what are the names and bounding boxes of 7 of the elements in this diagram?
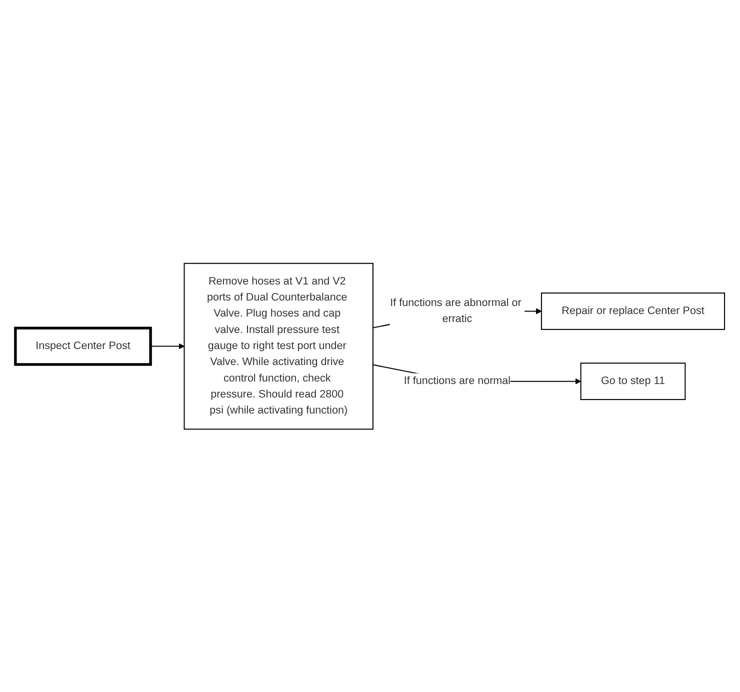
edge-label: If functions are normal [404, 374, 511, 386]
edge-label: If functions are abnormal or erratic [390, 296, 522, 324]
node-box: Inspect Center Post [14, 326, 152, 366]
node-box: Go to step 11 [580, 362, 686, 400]
node-box: Remove hoses at V1 and V2 ports of Dual Counterbalance Valve. Plug hoses and cap valve. Install pressure test gauge to right test port under Valve. While activating drive control function, check pressure. Should read 2800 psi (while activating function) [184, 262, 374, 430]
arrow [150, 343, 185, 349]
node-box: Repair or replace Center Post [540, 292, 726, 330]
